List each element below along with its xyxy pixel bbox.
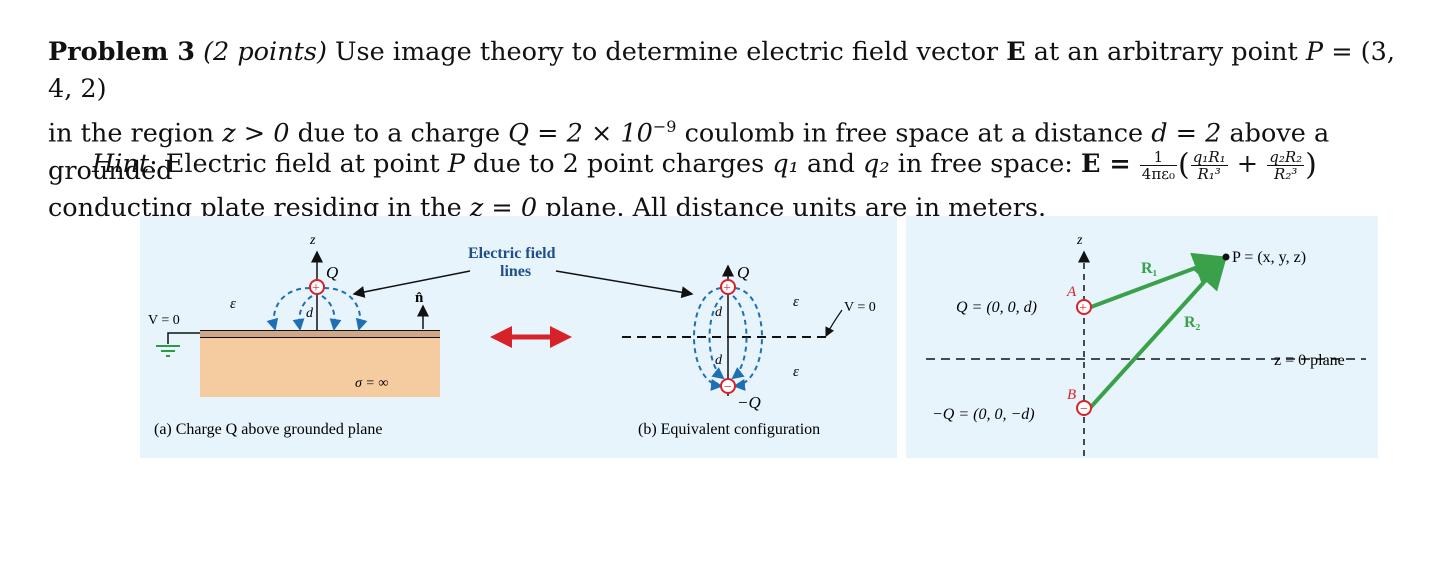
svg-text:+: + — [312, 281, 320, 296]
image-theory-diagram: z + Q d ε V = 0 n̂ σ = ∞ Electric field … — [148, 233, 876, 438]
image-charge-label-b: −Q — [737, 393, 761, 412]
point-P-label: P = (x, y, z) — [1232, 249, 1306, 266]
caption-b: (b) Equivalent configuration — [638, 421, 820, 438]
v0-label-b: V = 0 — [844, 300, 876, 315]
term-2-num: q₂R₂ — [1267, 147, 1305, 166]
vector-R2 — [1088, 257, 1227, 410]
problem-text-2c: coulomb in free space at a distance — [684, 118, 1144, 149]
region-z: z > 0 — [222, 118, 290, 149]
normal-label: n̂ — [415, 290, 424, 306]
hint-plus: + — [1236, 149, 1259, 179]
point-B-label: B — [1067, 387, 1076, 403]
problem-title: Problem 3 — [48, 37, 195, 67]
negative-charge-b — [720, 378, 736, 394]
equivalence-arrow — [490, 326, 572, 348]
z-axis-label-right: z — [1076, 233, 1083, 248]
sigma-label: σ = ∞ — [355, 376, 388, 391]
hint-q1: q₁ — [772, 149, 799, 179]
figure-left-panel: z + Q d ε V = 0 n̂ σ = ∞ Electric field … — [140, 216, 897, 458]
d-label-a: d — [306, 306, 314, 321]
problem-text-2d: above a grounded — [48, 118, 1330, 186]
field-lines-a — [266, 287, 368, 331]
term-1-den: R₁³ — [1197, 164, 1221, 183]
charge-A — [1076, 299, 1092, 315]
point-P-value: = (3, 4, 2) — [48, 37, 1395, 104]
charge-label-b: Q — [737, 263, 749, 282]
ground-icon — [156, 332, 200, 357]
svg-text:−: − — [724, 380, 732, 395]
caption-a: (a) Charge Q above grounded plane — [154, 421, 383, 438]
hint-P: P — [447, 149, 465, 179]
svg-text:−: − — [1080, 402, 1088, 417]
svg-text:+: + — [723, 281, 731, 296]
d-label-b2: d — [715, 353, 723, 368]
epsilon-label-a: ε — [230, 296, 236, 312]
positive-charge-b — [720, 279, 736, 295]
distance-d: d = 2 — [1151, 118, 1222, 149]
vector-E: E — [1006, 37, 1026, 67]
R1-label: R₁ — [1141, 260, 1158, 277]
hint-label: Hint — [92, 149, 150, 179]
hint-text-a: : Electric field at point — [149, 149, 440, 179]
vector-diagram: z P = (x, y, z) R₁ R₂ + − A B Q = (0, 0,… — [926, 233, 1366, 456]
d-label-b1: d — [715, 305, 723, 320]
Q-position-label: Q = (0, 0, d) — [956, 299, 1037, 316]
charge-Q: Q = 2 × 10 — [508, 118, 653, 149]
epsilon-label-b1: ε — [793, 294, 799, 310]
hint: Hint: Electric field at point P due to 2… — [92, 147, 1317, 183]
point-P: P — [1305, 37, 1324, 67]
charge-exponent: −9 — [652, 117, 677, 136]
hint-q2: q₂ — [863, 149, 890, 179]
problem-points: (2 points) — [203, 37, 327, 67]
epsilon-label-b2: ε — [793, 364, 799, 380]
plane-label: z = 0 plane — [1274, 352, 1345, 369]
point-A-label: A — [1066, 284, 1077, 300]
z-axis-label-a: z — [309, 233, 316, 248]
problem-text-1a: Use image theory to determine electric f… — [335, 37, 999, 67]
field-lines-label-1: Electric field — [468, 245, 556, 262]
hint-text-b: due to 2 point charges — [473, 149, 765, 179]
image-Q-position-label: −Q = (0, 0, −d) — [932, 406, 1035, 423]
charge-B — [1076, 400, 1092, 416]
frac-num: 1 — [1139, 149, 1177, 166]
problem-statement: Problem 3 (2 points) Use image theory to… — [48, 34, 1418, 227]
frac-den: 4πε₀ — [1141, 164, 1175, 183]
hint-E-eq: E = — [1081, 149, 1131, 179]
term-1-num: q₁R₁ — [1190, 147, 1228, 166]
field-lines-b — [693, 287, 763, 391]
positive-charge-a — [309, 279, 325, 295]
field-lines-label-2: lines — [500, 263, 531, 280]
conducting-plate — [200, 337, 440, 397]
charge-label-a: Q — [326, 263, 338, 282]
term-2-den: R₂³ — [1274, 164, 1298, 183]
svg-text:+: + — [1079, 301, 1087, 316]
figure-right-panel: z P = (x, y, z) R₁ R₂ + − A B Q = (0, 0,… — [906, 216, 1378, 458]
hint-text-c: in free space: — [897, 149, 1073, 179]
problem-text-1b: at an arbitrary point — [1033, 37, 1298, 67]
point-P-marker — [1222, 253, 1230, 261]
R2-label: R₂ — [1184, 314, 1201, 331]
hint-and: and — [806, 149, 855, 179]
v0-label-a: V = 0 — [148, 313, 180, 328]
problem-text-2b: due to a charge — [297, 118, 501, 149]
problem-text-2a: in the region — [48, 118, 215, 149]
